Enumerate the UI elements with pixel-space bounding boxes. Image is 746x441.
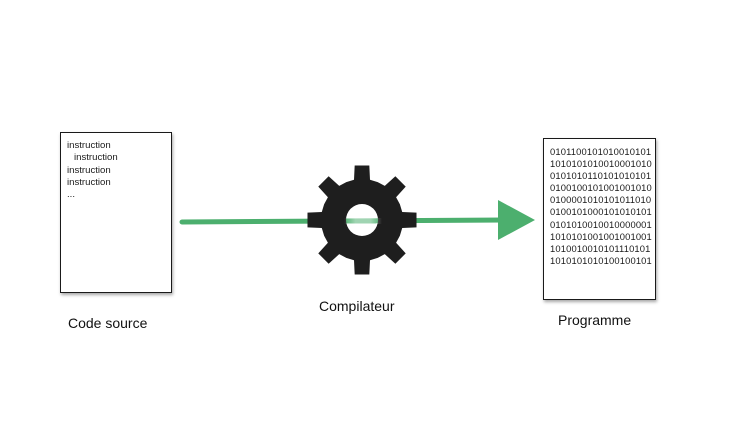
source-caption: Code source (68, 315, 148, 331)
binary-line: 0101100101010010101 (550, 146, 652, 157)
binary-line: 1010101010100100101 (550, 254, 652, 266)
source-code-document: instruction instruction instruction inst… (60, 132, 172, 293)
binary-line: 0100100101001001010 (550, 182, 652, 194)
binary-line: 0100101000101010101 (550, 206, 652, 218)
binary-line: 0101010010010000001 (550, 218, 652, 230)
program-document: 0101100101010010101 1010101010010001010 … (543, 138, 656, 300)
gear-icon (307, 165, 417, 275)
program-caption: Programme (558, 312, 632, 328)
binary-line: 1010101001001001001 (550, 230, 652, 242)
flow-arrow-head (498, 200, 535, 240)
source-line: instruction (74, 152, 118, 164)
compiler-caption: Compilateur (319, 298, 395, 314)
binary-line: 1010101010010001010 (550, 158, 652, 170)
binary-line: 0100001010101011010 (550, 194, 652, 206)
source-line: instruction (67, 176, 111, 188)
source-line: instruction (67, 140, 111, 151)
binary-line: 0101010110101010101 (550, 170, 652, 182)
source-line: instruction (67, 164, 111, 176)
binary-line: 1010010010101110101 (550, 242, 651, 254)
source-line: ... (67, 189, 75, 201)
